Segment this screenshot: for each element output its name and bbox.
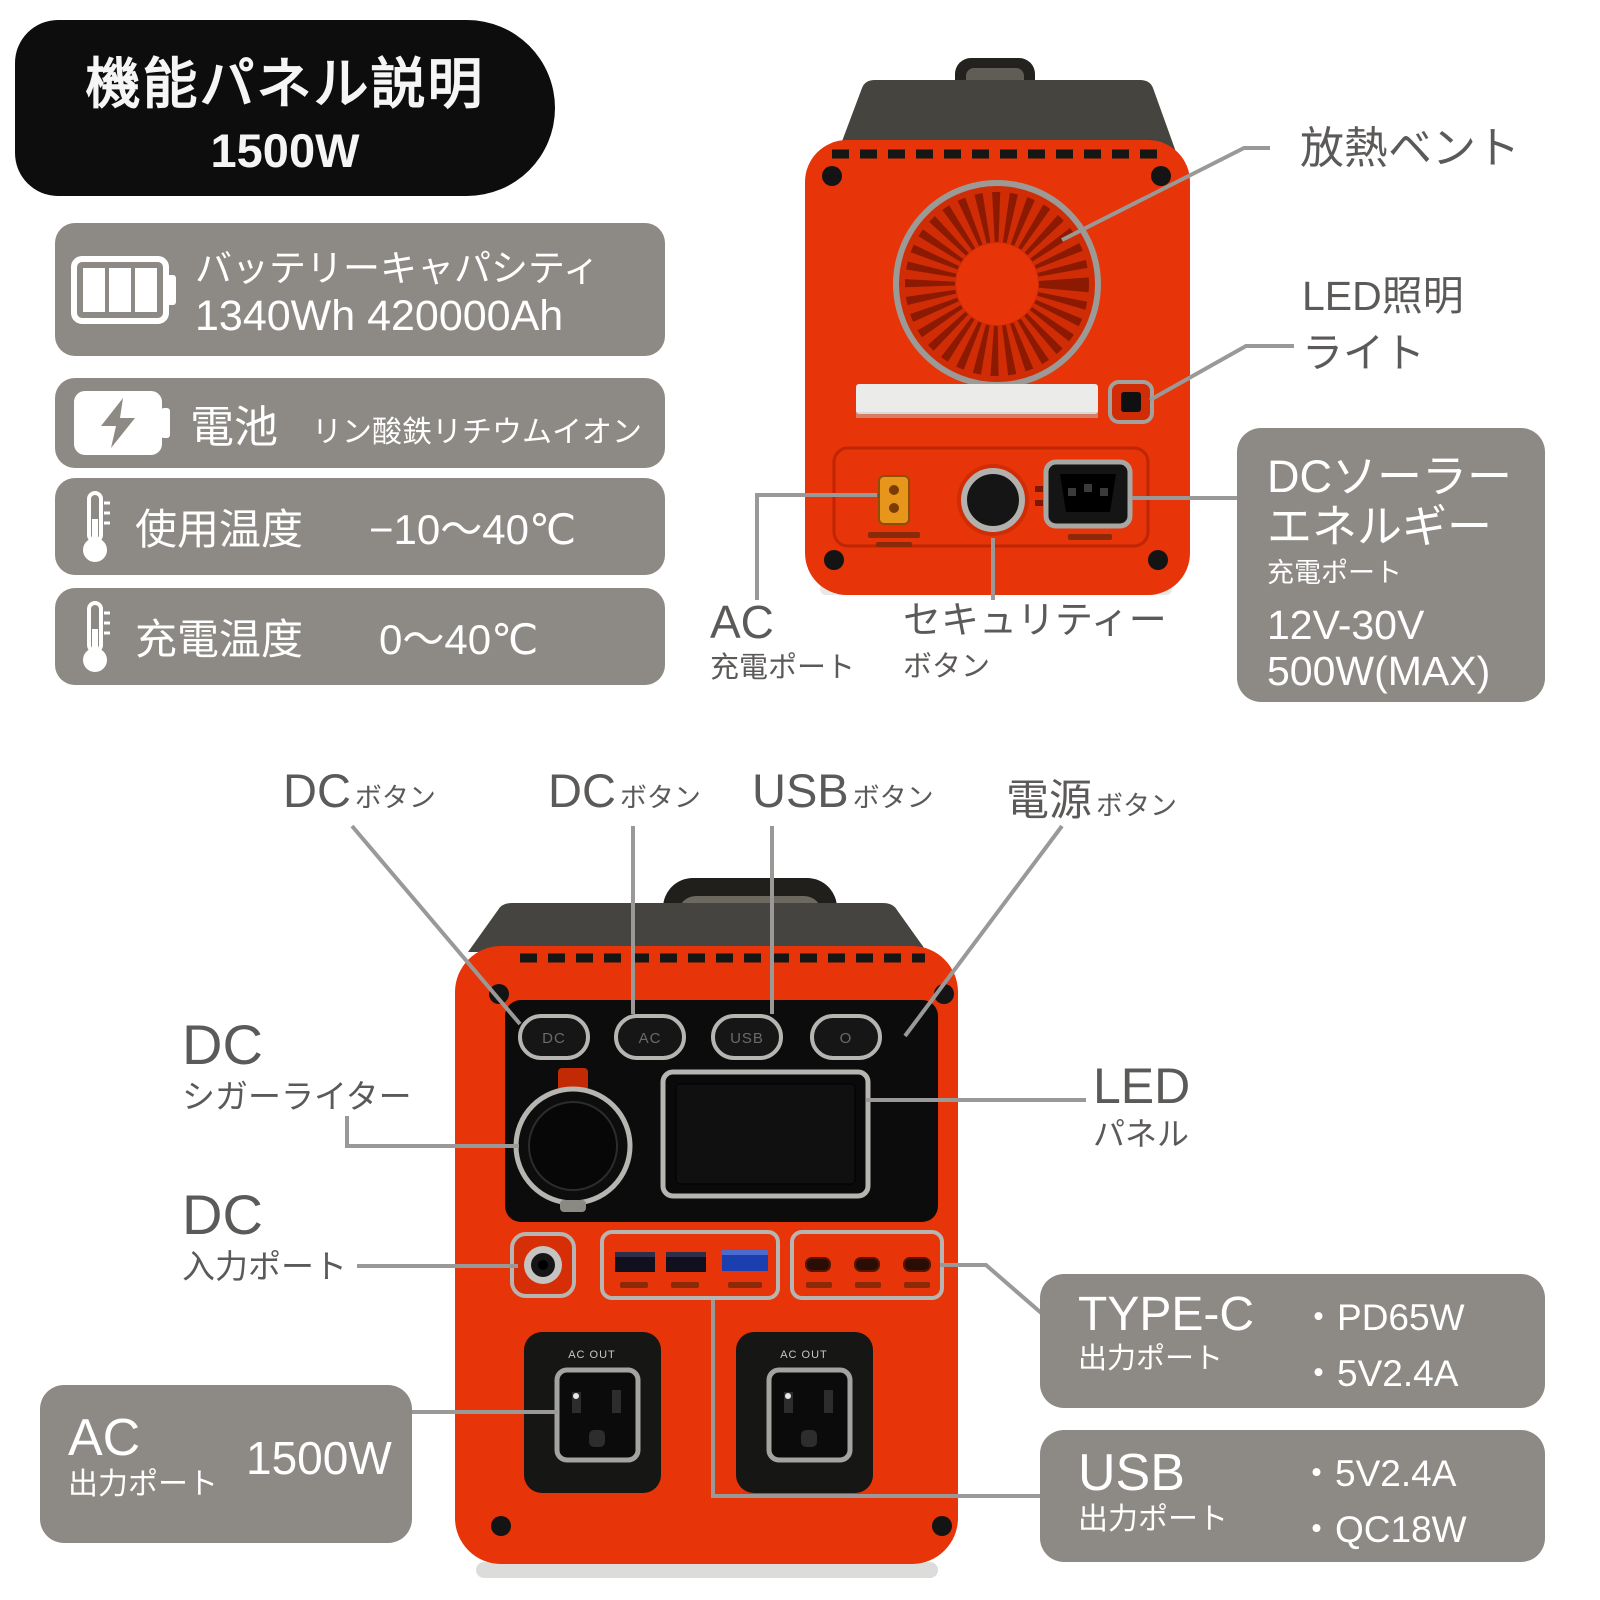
led-light-button [1108, 380, 1154, 424]
dc-solar-charge-port [868, 475, 920, 547]
back-top-panel [838, 80, 1176, 152]
dc-input-port-label: DC 入力ポート [182, 1183, 347, 1285]
screw [491, 1516, 511, 1536]
dc-button-label-1: DC ボタン [283, 764, 436, 817]
dc-cigarette-lighter-socket [513, 1068, 633, 1212]
title-banner: 機能パネル説明 1500W [15, 20, 555, 196]
led-display-panel [660, 1069, 871, 1199]
callout-lines [345, 146, 1294, 1498]
led-light-label: LED照明 ライト [1302, 273, 1464, 376]
power-station-back-view [805, 58, 1190, 595]
power-station-front-view: DC AC USB O [455, 878, 958, 1578]
svg-text:AC OUT: AC OUT [780, 1349, 828, 1361]
svg-text:DC: DC [542, 1030, 566, 1047]
usb-output-callout-line [711, 1300, 1040, 1498]
screw [932, 1516, 952, 1536]
spec-charging-temperature: 充電温度 0〜40℃ [55, 588, 665, 685]
spec-operating-temperature: 使用温度 −10〜40℃ [55, 478, 665, 575]
power-button: O [810, 1014, 882, 1060]
spec-label: 充電温度 [135, 616, 304, 663]
front-top-panel [468, 903, 927, 952]
spec-value: リン酸鉄リチウムイオン [312, 416, 642, 449]
screw [1148, 550, 1168, 570]
usb-button: USB [711, 1014, 783, 1060]
spec-battery-type: 電池 リン酸鉄リチウムイオン [55, 378, 665, 468]
usb-button-label: USB ボタン [752, 764, 934, 817]
spec-label: バッテリーキャパシティ [195, 248, 600, 289]
dc-button-callout-line [350, 824, 522, 1026]
cigar-callout-line [345, 1116, 519, 1148]
dc-input-port [510, 1232, 576, 1298]
ac-charge-label: AC 充電ポート [710, 596, 856, 685]
power-button-callout-line [903, 824, 1064, 1038]
screw [824, 550, 844, 570]
screw [822, 166, 842, 186]
power-button-label: 電源 ボタン [1006, 777, 1177, 825]
ac-charge-callout-line [755, 493, 877, 600]
svg-text:AC: AC [639, 1030, 662, 1047]
front-shadow [476, 1562, 938, 1578]
type-c-output-block: TYPE-C 出力ポート ・PD65W ・5V2.4A [1040, 1274, 1545, 1408]
spec-value: 1340Wh 420000Ah [195, 292, 564, 340]
dc-solar-info-block: DCソーラー エネルギー 充電ポート 12V-30V 500W(MAX) [1237, 428, 1545, 702]
screw [489, 984, 509, 1004]
vent-callout-line [1061, 146, 1270, 242]
security-button-label: セキュリティー ボタン [903, 600, 1167, 683]
svg-text:USB: USB [730, 1030, 764, 1047]
dc-cigarette-lighter-label: DC シガーライター [182, 1013, 412, 1115]
vent-label: 放熱ベント [1300, 124, 1520, 173]
thermometer-icon [55, 599, 135, 675]
usb-output-ports [600, 1230, 780, 1300]
ac-charge-inlet [1035, 459, 1133, 540]
battery-charging-icon [55, 390, 190, 456]
svg-text:AC OUT: AC OUT [568, 1349, 616, 1361]
spec-label: 電池 [190, 403, 278, 452]
page-title-wattage: 1500W [210, 123, 360, 177]
ac-button: AC [614, 1014, 686, 1060]
screw [1151, 166, 1171, 186]
led-light-bar [856, 384, 1098, 414]
spec-label: 使用温度 [135, 506, 304, 553]
ac-outlet-left: AC OUT [524, 1332, 661, 1493]
battery-capacity-icon [55, 253, 195, 327]
svg-text:O: O [840, 1030, 853, 1047]
spec-battery-capacity: バッテリーキャパシティ 1340Wh 420000Ah [55, 223, 665, 356]
led-light-callout-line [1149, 344, 1294, 402]
spec-value: −10〜40℃ [369, 506, 577, 553]
type-c-callout-line [940, 1263, 1049, 1320]
led-panel-label: LED パネル [1093, 1058, 1191, 1152]
heat-vent-fan [893, 180, 1101, 388]
dc-button-label-2: DC ボタン [548, 764, 701, 817]
page-title: 機能パネル説明 [85, 52, 485, 115]
ac-output-block: AC 出力ポート 1500W [40, 1385, 412, 1543]
usb-output-block: USB 出力ポート ・5V2.4A ・QC18W [1040, 1430, 1545, 1562]
security-button [957, 464, 1029, 536]
dc-button: DC [518, 1014, 590, 1060]
thermometer-icon [55, 489, 135, 565]
ac-outlet-right: AC OUT [736, 1332, 873, 1493]
spec-value: 0〜40℃ [379, 616, 539, 663]
